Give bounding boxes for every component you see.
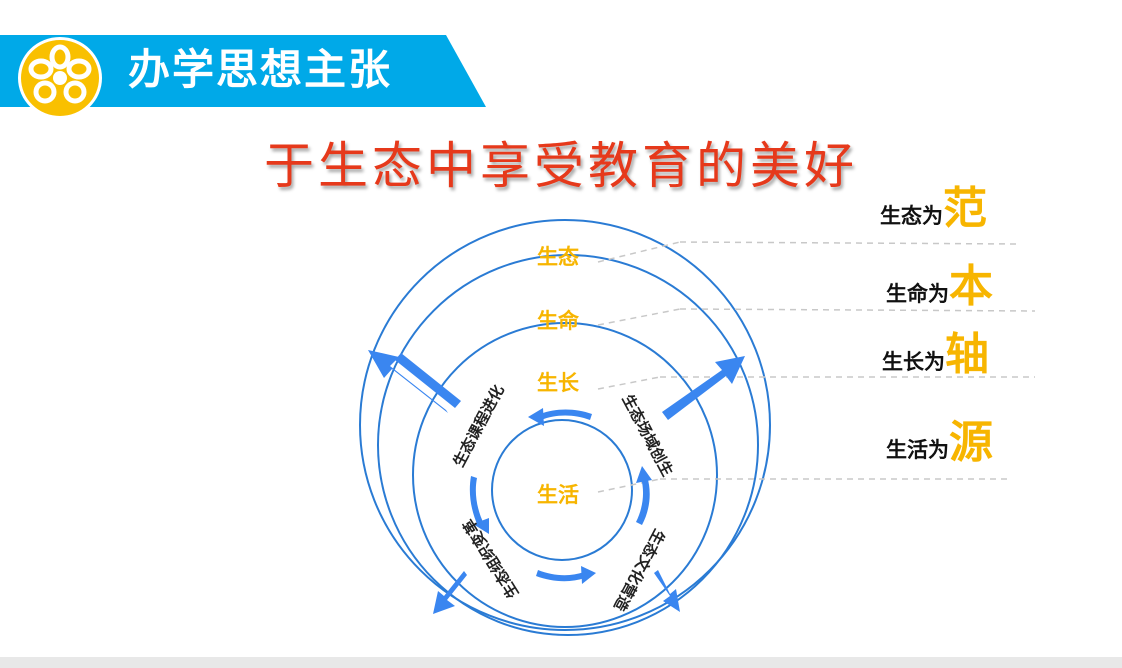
side-label-ecology: 生态为范	[880, 172, 987, 236]
ring-center	[491, 419, 633, 561]
side-prefix: 生命为	[886, 282, 949, 306]
slogan-title: 于生态中享受教育的美好	[264, 137, 858, 195]
side-prefix: 生长为	[882, 350, 945, 374]
connector-line-3	[597, 376, 661, 390]
ring-outer	[359, 219, 771, 631]
side-prefix: 生态为	[880, 204, 943, 228]
cycle-arrow-right-icon	[636, 466, 652, 483]
bottom-strip	[0, 657, 1122, 668]
side-label-growth: 生长为轴	[882, 318, 989, 382]
ring-second	[377, 254, 759, 636]
cycle-arrow-top-icon	[528, 408, 544, 426]
side-big-char: 本	[949, 261, 993, 312]
connector-line-1b	[679, 241, 1019, 245]
side-big-char: 轴	[945, 329, 989, 380]
cycle-arrow-bottom-body	[536, 570, 585, 582]
cycle-text-course: 生态课程进化	[450, 382, 508, 470]
header-title: 办学思想主张	[128, 45, 393, 94]
connector-line-4	[597, 478, 661, 493]
arrow-up-left-shaft	[395, 353, 461, 408]
connector-line-2b	[679, 308, 1036, 312]
header-left-strip	[0, 35, 12, 107]
arrow-up-right-icon	[662, 356, 745, 420]
cycle-arrow-left-body	[469, 476, 484, 526]
ring-label-growth: 生长	[537, 371, 580, 395]
side-prefix: 生活为	[886, 438, 949, 462]
arrow-up-left-icon	[368, 350, 448, 413]
side-big-char: 范	[943, 183, 987, 234]
logo-icon	[18, 37, 102, 119]
cycle-arrow-top-body	[540, 409, 592, 420]
arrow-down-left-icon	[433, 571, 467, 614]
arrow-down-right-icon	[654, 570, 680, 612]
side-big-char: 源	[949, 417, 993, 468]
ring-label-living: 生活	[537, 483, 579, 507]
ring-label-ecology: 生态	[537, 245, 579, 269]
side-label-living: 生活为源	[886, 406, 993, 470]
connector-line-2	[597, 308, 681, 326]
cycle-arrow-right-body	[636, 476, 650, 525]
ring-label-life: 生命	[537, 309, 580, 333]
cycle-arrow-bottom-icon	[581, 566, 596, 584]
cycle-arrow-left-icon	[473, 518, 489, 534]
cycle-text-organization: 生态组织变革	[459, 516, 522, 602]
ring-third	[412, 322, 718, 628]
cycle-text-culture: 生态文化营造	[610, 526, 668, 614]
side-label-life: 生命为本	[886, 250, 993, 314]
connector-line-1	[597, 241, 681, 263]
